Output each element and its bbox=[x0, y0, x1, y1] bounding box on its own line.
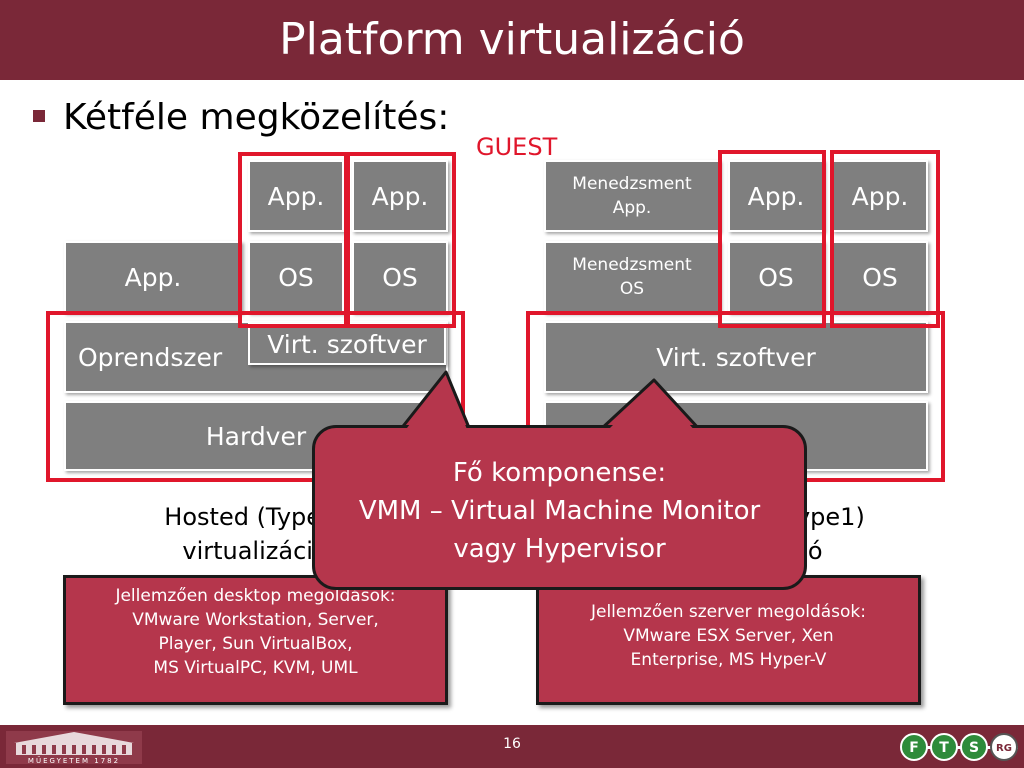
baremetal-guest-os-1: OS bbox=[728, 241, 824, 313]
baremetal-guest-outline-1 bbox=[718, 150, 826, 328]
logo-left-text: MŰEGYETEM 1782 bbox=[28, 756, 120, 765]
svg-text:S: S bbox=[969, 740, 979, 756]
slide-title: Platform virtualizáció bbox=[279, 14, 745, 65]
bullet-square-icon bbox=[33, 110, 45, 122]
hosted-host-app: App. bbox=[64, 241, 242, 313]
hosted-info-line: MS VirtualPC, KVM, UML bbox=[153, 658, 358, 678]
fts-rg-logo-icon: F T S RG bbox=[900, 733, 1018, 761]
hosted-hardver: Hardver bbox=[64, 401, 448, 471]
callout-line1: Fő komponense: bbox=[452, 458, 667, 488]
hosted-info-line: VMware Workstation, Server, bbox=[132, 610, 379, 630]
baremetal-info-line: Enterprise, MS Hyper-V bbox=[630, 650, 827, 670]
hosted-caption-line2: virtualizáció bbox=[182, 537, 328, 565]
callout-line2: VMM – Virtual Machine Monitor bbox=[358, 496, 761, 526]
title-bar bbox=[0, 0, 1024, 80]
hosted-guest-app-2: App. bbox=[352, 160, 448, 232]
baremetal-info-line: VMware ESX Server, Xen bbox=[623, 626, 834, 646]
footer-bar bbox=[0, 725, 1024, 768]
callout-line3: vagy Hypervisor bbox=[453, 534, 666, 564]
hosted-guest-os-1: OS bbox=[248, 241, 344, 313]
baremetal-mgmt-app-line2: App. bbox=[612, 198, 652, 218]
svg-text:F: F bbox=[909, 740, 919, 756]
hosted-virt-szoftver: Virt. szoftver bbox=[248, 323, 446, 365]
baremetal-mgmt-app-line1: Menedzsment bbox=[572, 174, 692, 194]
hosted-info-line: Player, Sun VirtualBox, bbox=[158, 634, 353, 654]
svg-text:T: T bbox=[939, 740, 949, 756]
baremetal-guest-outline-2 bbox=[830, 150, 940, 328]
hosted-info-line: Jellemzően desktop megoldások: bbox=[115, 586, 396, 606]
bullet-text: Kétféle megközelítés: bbox=[63, 97, 450, 138]
baremetal-info-box: Jellemzően szerver megoldások: VMware ES… bbox=[536, 575, 921, 705]
hosted-guest-outline-1 bbox=[238, 152, 350, 328]
hosted-guest-app-1: App. bbox=[248, 160, 344, 232]
university-building-icon: MŰEGYETEM 1782 bbox=[6, 731, 142, 765]
baremetal-guest-app-2: App. bbox=[832, 160, 928, 232]
page-number: 16 bbox=[503, 736, 521, 752]
baremetal-mgmt-os-line2: OS bbox=[619, 279, 645, 299]
baremetal-mgmt-os: Menedzsment OS bbox=[544, 241, 720, 313]
hosted-oprendszer-label: Oprendszer bbox=[78, 342, 223, 372]
baremetal-virt-szoftver: Virt. szoftver bbox=[544, 321, 928, 393]
hosted-guest-outline-2 bbox=[344, 152, 456, 328]
baremetal-mgmt-app: Menedzsment App. bbox=[544, 160, 720, 232]
hosted-host-outline bbox=[46, 311, 465, 482]
hosted-info-box: Jellemzően desktop megoldások: VMware Wo… bbox=[63, 575, 448, 705]
guest-label: GUEST bbox=[476, 133, 558, 161]
svg-text:RG: RG bbox=[996, 743, 1012, 754]
baremetal-guest-os-2: OS bbox=[832, 241, 928, 313]
callout-bubble: Fő komponense: VMM – Virtual Machine Mon… bbox=[312, 425, 807, 590]
baremetal-info-line: Jellemzően szerver megoldások: bbox=[590, 602, 866, 622]
baremetal-mgmt-os-line1: Menedzsment bbox=[572, 255, 692, 275]
